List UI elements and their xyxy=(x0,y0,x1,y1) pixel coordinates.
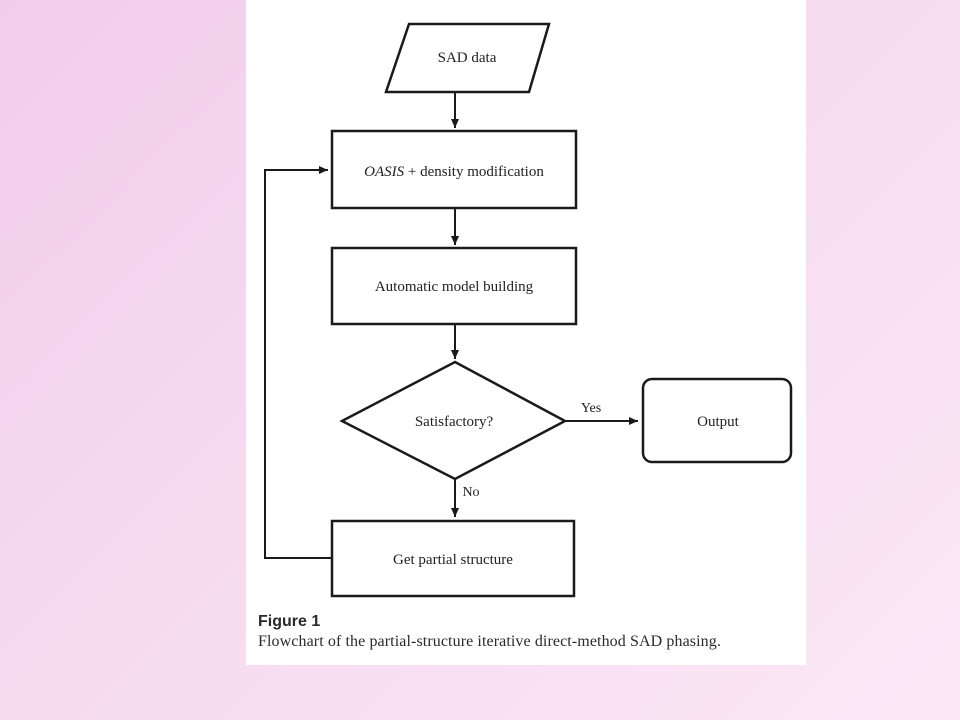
node-output: Output xyxy=(641,377,793,464)
node-oasis-rest: + density modification xyxy=(404,164,544,180)
flowchart: SAD data OASIS + density modification Au… xyxy=(264,22,793,598)
edge-no-label: No xyxy=(462,485,479,500)
figure-caption: Figure 1 Flowchart of the partial-struct… xyxy=(258,612,798,652)
node-oasis: OASIS + density modification xyxy=(330,129,578,210)
node-sad-data-label: SAD data xyxy=(438,50,497,66)
node-partial-structure: Get partial structure xyxy=(330,519,576,598)
node-model-building: Automatic model building xyxy=(330,246,578,326)
caption-text: Flowchart of the partial-structure itera… xyxy=(258,633,721,650)
node-satisfactory-label: Satisfactory? xyxy=(415,414,494,430)
caption-title: Figure 1 xyxy=(258,613,321,630)
figure-panel: SAD data OASIS + density modification Au… xyxy=(246,0,806,665)
node-output-label: Output xyxy=(697,414,740,430)
node-satisfactory: Satisfactory? xyxy=(339,360,568,481)
edge-yes-label: Yes xyxy=(581,401,601,416)
node-partial-structure-label: Get partial structure xyxy=(393,552,513,568)
node-model-building-label: Automatic model building xyxy=(375,279,534,295)
edge-feedback-loop xyxy=(264,166,332,559)
node-sad-data: SAD data xyxy=(384,22,551,94)
node-oasis-italic: OASIS xyxy=(364,164,404,180)
node-oasis-label: OASIS + density modification xyxy=(364,164,544,180)
